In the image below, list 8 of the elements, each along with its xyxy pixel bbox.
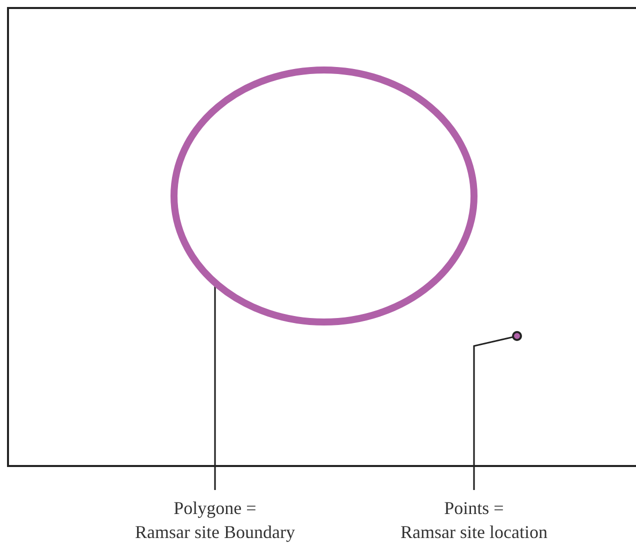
location-point xyxy=(512,331,522,341)
leader-line xyxy=(214,285,216,490)
leader-line xyxy=(473,336,514,490)
callout-heading: Points = xyxy=(444,497,504,520)
callout-text: Ramsar site location xyxy=(400,521,548,543)
callout-heading: Polygone = xyxy=(174,497,256,520)
callout-text: Ramsar site Boundary xyxy=(135,521,295,543)
boundary-polygon xyxy=(170,66,478,326)
